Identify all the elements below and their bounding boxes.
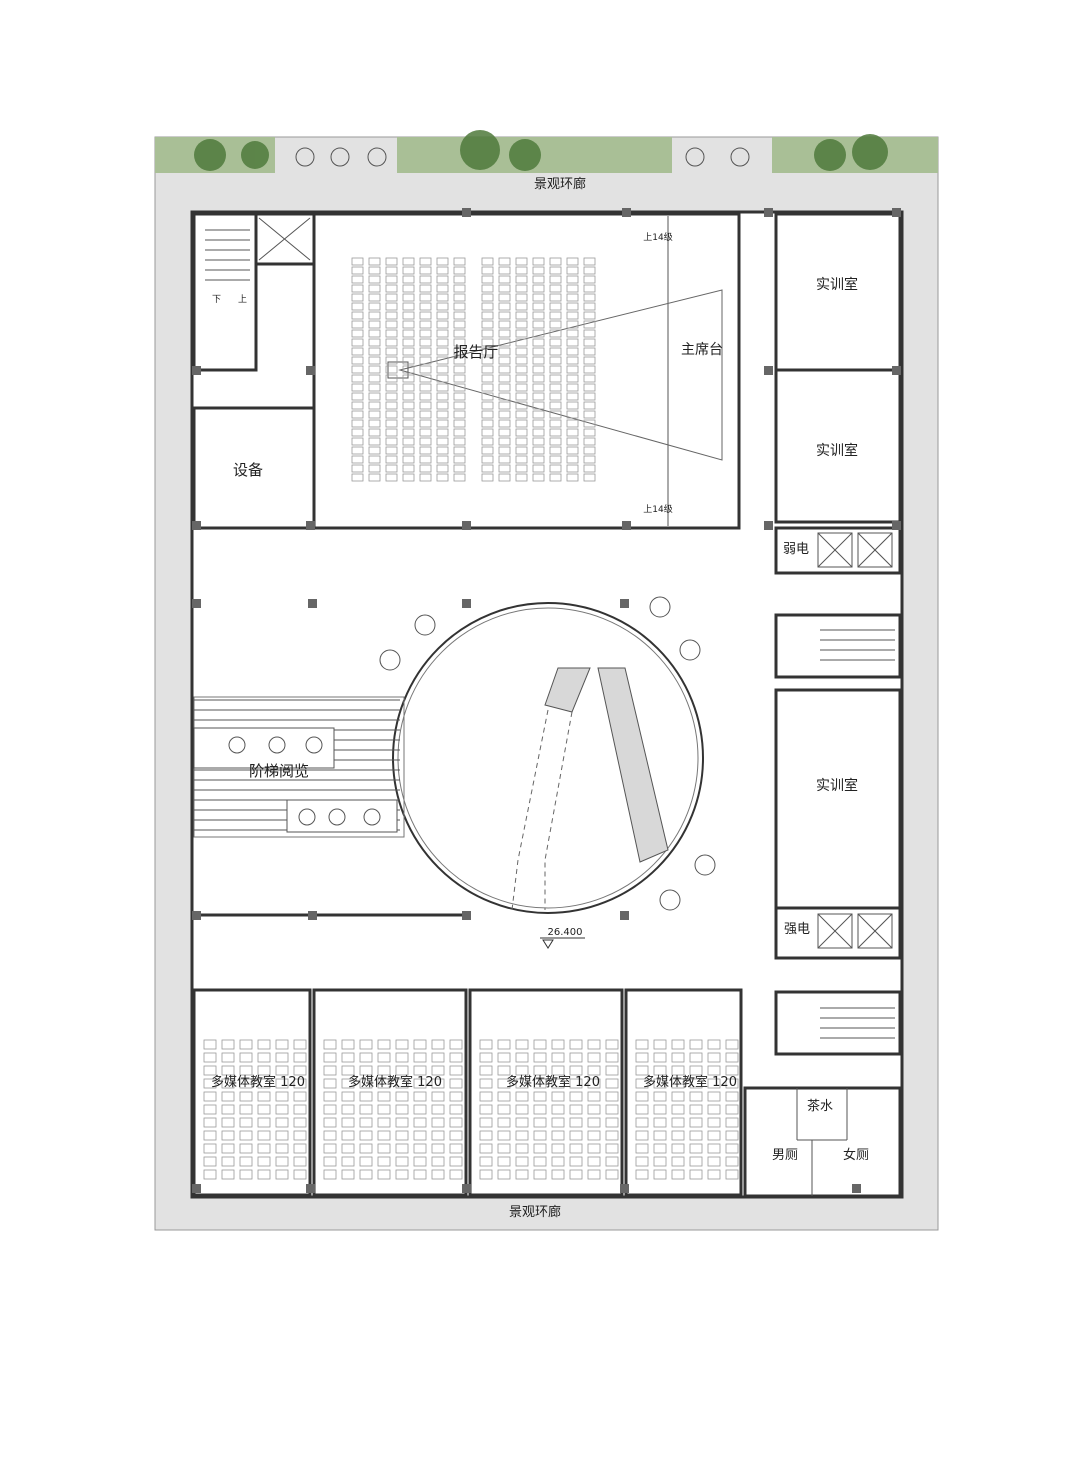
auditorium-seats	[351, 257, 596, 482]
elevation-label: 26.400	[548, 927, 583, 938]
auditorium-label: 报告厅	[453, 343, 498, 361]
structural-columns	[192, 208, 901, 1193]
weak-current-label: 弱电	[783, 542, 809, 557]
atrium-circle	[392, 602, 704, 914]
strong-current-room	[774, 906, 902, 960]
corridor-bottom-label: 景观环廊	[509, 1204, 561, 1220]
multimedia-2-label: 多媒体教室 120	[348, 1074, 442, 1090]
classroom-seats	[203, 1039, 739, 1180]
stair-treads-right	[820, 629, 895, 1039]
stepped-reading-area	[193, 696, 405, 838]
multimedia-3-label: 多媒体教室 120	[506, 1074, 600, 1090]
multimedia-classrooms	[192, 988, 743, 1197]
corridor-top-label: 景观环廊	[534, 176, 586, 192]
outdoor-table-icons	[295, 147, 750, 167]
tree-icons	[194, 130, 888, 171]
steps-bottom-label: 上14级	[643, 503, 672, 515]
stair-right-lower	[774, 990, 902, 1056]
tea-label: 茶水	[807, 1098, 833, 1114]
equipment-label: 设备	[233, 461, 263, 479]
elevators-lower	[817, 913, 893, 949]
elevators-upper	[817, 532, 893, 568]
elevation-marker-icon	[542, 939, 554, 949]
strong-current-label: 强电	[784, 922, 810, 937]
stair-reading-label: 阶梯阅览	[249, 762, 309, 780]
multimedia-4-label: 多媒体教室 120	[643, 1074, 737, 1090]
training-room-3-label: 实训室	[816, 777, 858, 794]
weak-current-room	[774, 526, 902, 575]
stair-tower-top-left	[192, 212, 316, 372]
toilet-block	[743, 1086, 902, 1198]
womens-wc-label: 女厕	[843, 1147, 869, 1163]
stage-label: 主席台	[681, 342, 723, 358]
training-room-2-label: 实训室	[816, 442, 858, 459]
training-room-2	[774, 368, 902, 524]
lounge-table-icons	[379, 596, 716, 911]
mens-wc-label: 男厕	[772, 1148, 798, 1163]
multimedia-1-label: 多媒体教室 120	[211, 1074, 305, 1090]
stair-down-label: 下	[212, 295, 221, 305]
training-room-1-label: 实训室	[816, 276, 858, 293]
stair-right-upper	[774, 613, 902, 679]
steps-top-label: 上14级	[643, 231, 672, 243]
stair-up-label: 上	[238, 294, 247, 305]
